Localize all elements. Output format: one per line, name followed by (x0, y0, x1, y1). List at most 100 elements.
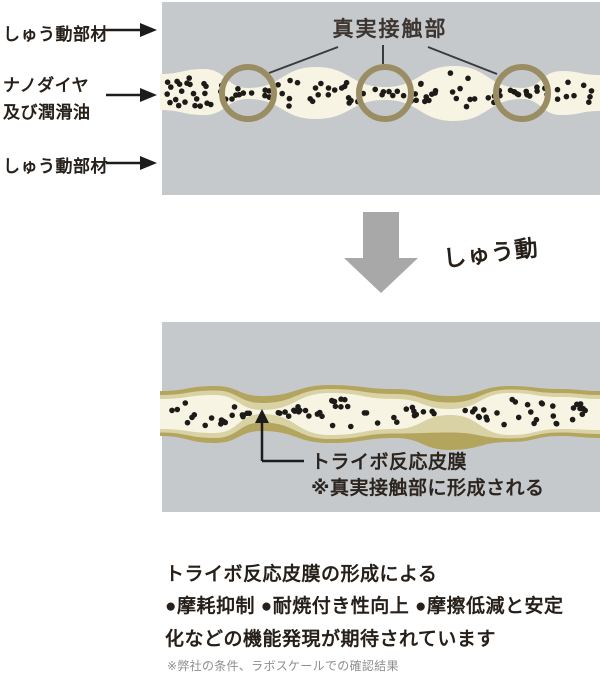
nanodiamond-dot (403, 406, 410, 412)
nanodiamond-dot (348, 423, 354, 430)
nanodiamond-dot (413, 97, 420, 104)
lubricant-oil-band-bottom (160, 393, 600, 435)
nanodiamond-dot (509, 396, 515, 403)
nanodiamond-dot (577, 405, 583, 412)
nanodiamond-dot (325, 85, 332, 91)
nanodiamond-dot (554, 96, 561, 102)
film-pointer-arrow-icon (255, 409, 304, 463)
label-upper-sliding-member: しゅう動部材 (3, 25, 108, 44)
nanodiamond-dot (400, 92, 407, 99)
tribo-film-label: トライボ反応皮膜 (311, 452, 468, 473)
nanodiamond-dot (394, 88, 401, 95)
nanodiamond-dot (515, 414, 522, 421)
nanodiamond-dot (325, 92, 332, 98)
nanodiamond-dot (168, 84, 174, 90)
nanodiamond-dot (182, 400, 189, 406)
nanodiamond-dot (571, 92, 577, 99)
caption-footnote: ※弊社の条件、ラボスケールでの確認結果 (167, 659, 399, 673)
label-nanodiamond-line1: ナノダイヤ (3, 76, 90, 95)
nanodiamond-dot (463, 103, 470, 110)
nanodiamond-dot (286, 103, 292, 109)
nanodiamond-dot (467, 96, 473, 103)
nanodiamond-dot (475, 413, 482, 420)
nanodiamond-dot (286, 95, 293, 102)
nanodiamond-dot (457, 85, 463, 92)
nanodiamond-dot (186, 75, 192, 81)
caption-line3: 化などの機能発現が期待されています (165, 629, 496, 650)
nanodiamond-dot (569, 416, 576, 423)
nanodiamond-dot (297, 407, 303, 414)
nanodiamond-dot (390, 92, 396, 99)
nanodiamond-dot (309, 98, 316, 105)
nanodiamond-dot (579, 411, 586, 418)
nanodiamond-dot (318, 80, 324, 87)
nanodiamond-dot (418, 81, 424, 87)
nanodiamond-dot (317, 409, 323, 416)
nanodiamond-dot (481, 407, 487, 413)
nanodiamond-particles-top (164, 70, 595, 110)
nanodiamond-dot (208, 415, 215, 421)
nanodiamond-dot (178, 88, 185, 94)
nanodiamond-dot (174, 406, 181, 413)
label-nanodiamond-line2: 及び潤滑油 (3, 103, 91, 122)
nanodiamond-dot (231, 404, 238, 410)
nanodiamond-dot (233, 92, 239, 98)
nanodiamond-dot (514, 91, 520, 97)
nanodiamond-dot (240, 412, 247, 419)
nanodiamond-dot (294, 79, 301, 86)
contact-area-circle (356, 64, 414, 122)
nanodiamond-dot (484, 417, 490, 423)
nanodiamond-dot (187, 81, 193, 88)
nanodiamond-dot (312, 85, 319, 91)
nanodiamond-dot (182, 99, 188, 105)
nanodiamond-dot (193, 96, 200, 102)
nanodiamond-dot (203, 83, 209, 90)
nanodiamond-dot (411, 408, 417, 415)
nanodiamond-dot (229, 412, 235, 419)
nanodiamond-dot (262, 87, 269, 93)
nanodiamond-dot (277, 410, 283, 417)
arrow-lower-member-icon (106, 156, 157, 170)
nanodiamond-dot (538, 400, 545, 406)
nanodiamond-dot (282, 409, 288, 415)
arrow-lubricant-icon (106, 88, 157, 102)
nanodiamond-dot (465, 75, 471, 82)
nanodiamond-dot (394, 419, 400, 426)
nanodiamond-dot (262, 92, 268, 99)
nanodiamond-dot (554, 86, 561, 93)
nanodiamond-dot (342, 396, 348, 403)
nanodiamond-dot (248, 90, 255, 96)
nanodiamond-dot (469, 409, 476, 415)
nanodiamond-dot (202, 422, 208, 429)
caption-line2: ●摩耗抑制 ●耐焼付き性向上 ●摩擦低減と安定 (165, 596, 564, 617)
nanodiamond-dot (338, 404, 344, 410)
nanodiamond-dot (550, 413, 557, 419)
nanodiamond-dot (534, 84, 540, 90)
nanodiamond-dot (331, 87, 338, 93)
nanodiamond-dot (563, 93, 570, 100)
nanodiamond-dot (184, 419, 191, 426)
nanodiamond-dot (485, 95, 492, 101)
nanodiamond-dot (374, 420, 381, 426)
nanodiamond-dot (204, 100, 210, 106)
nanodiamond-dot (582, 407, 588, 414)
nanodiamond-dot (345, 95, 352, 101)
nanodiamond-dot (528, 409, 534, 415)
label-nanodiamond-lubricant: ナノダイヤ及び潤滑油 (3, 72, 91, 126)
nanodiamond-dot (422, 98, 428, 105)
nanodiamond-dot (315, 92, 322, 98)
nanodiamond-dot (202, 90, 208, 97)
nanodiamond-dot (588, 88, 595, 94)
nanodiamond-particles-bottom (169, 396, 588, 430)
nanodiamond-dot (302, 407, 309, 414)
nanodiamond-dot (423, 94, 430, 100)
tribo-film-note: ※真実接触部に形成される (311, 478, 545, 499)
nanodiamond-dot (553, 421, 560, 427)
nanodiamond-dot (386, 88, 392, 95)
nanodiamond-dot (531, 420, 537, 427)
nanodiamond-dot (471, 96, 478, 102)
nanodiamond-dot (380, 89, 387, 95)
nanodiamond-dot (176, 81, 183, 87)
nanodiamond-dot (229, 96, 235, 102)
nanodiamond-dot (279, 90, 286, 97)
